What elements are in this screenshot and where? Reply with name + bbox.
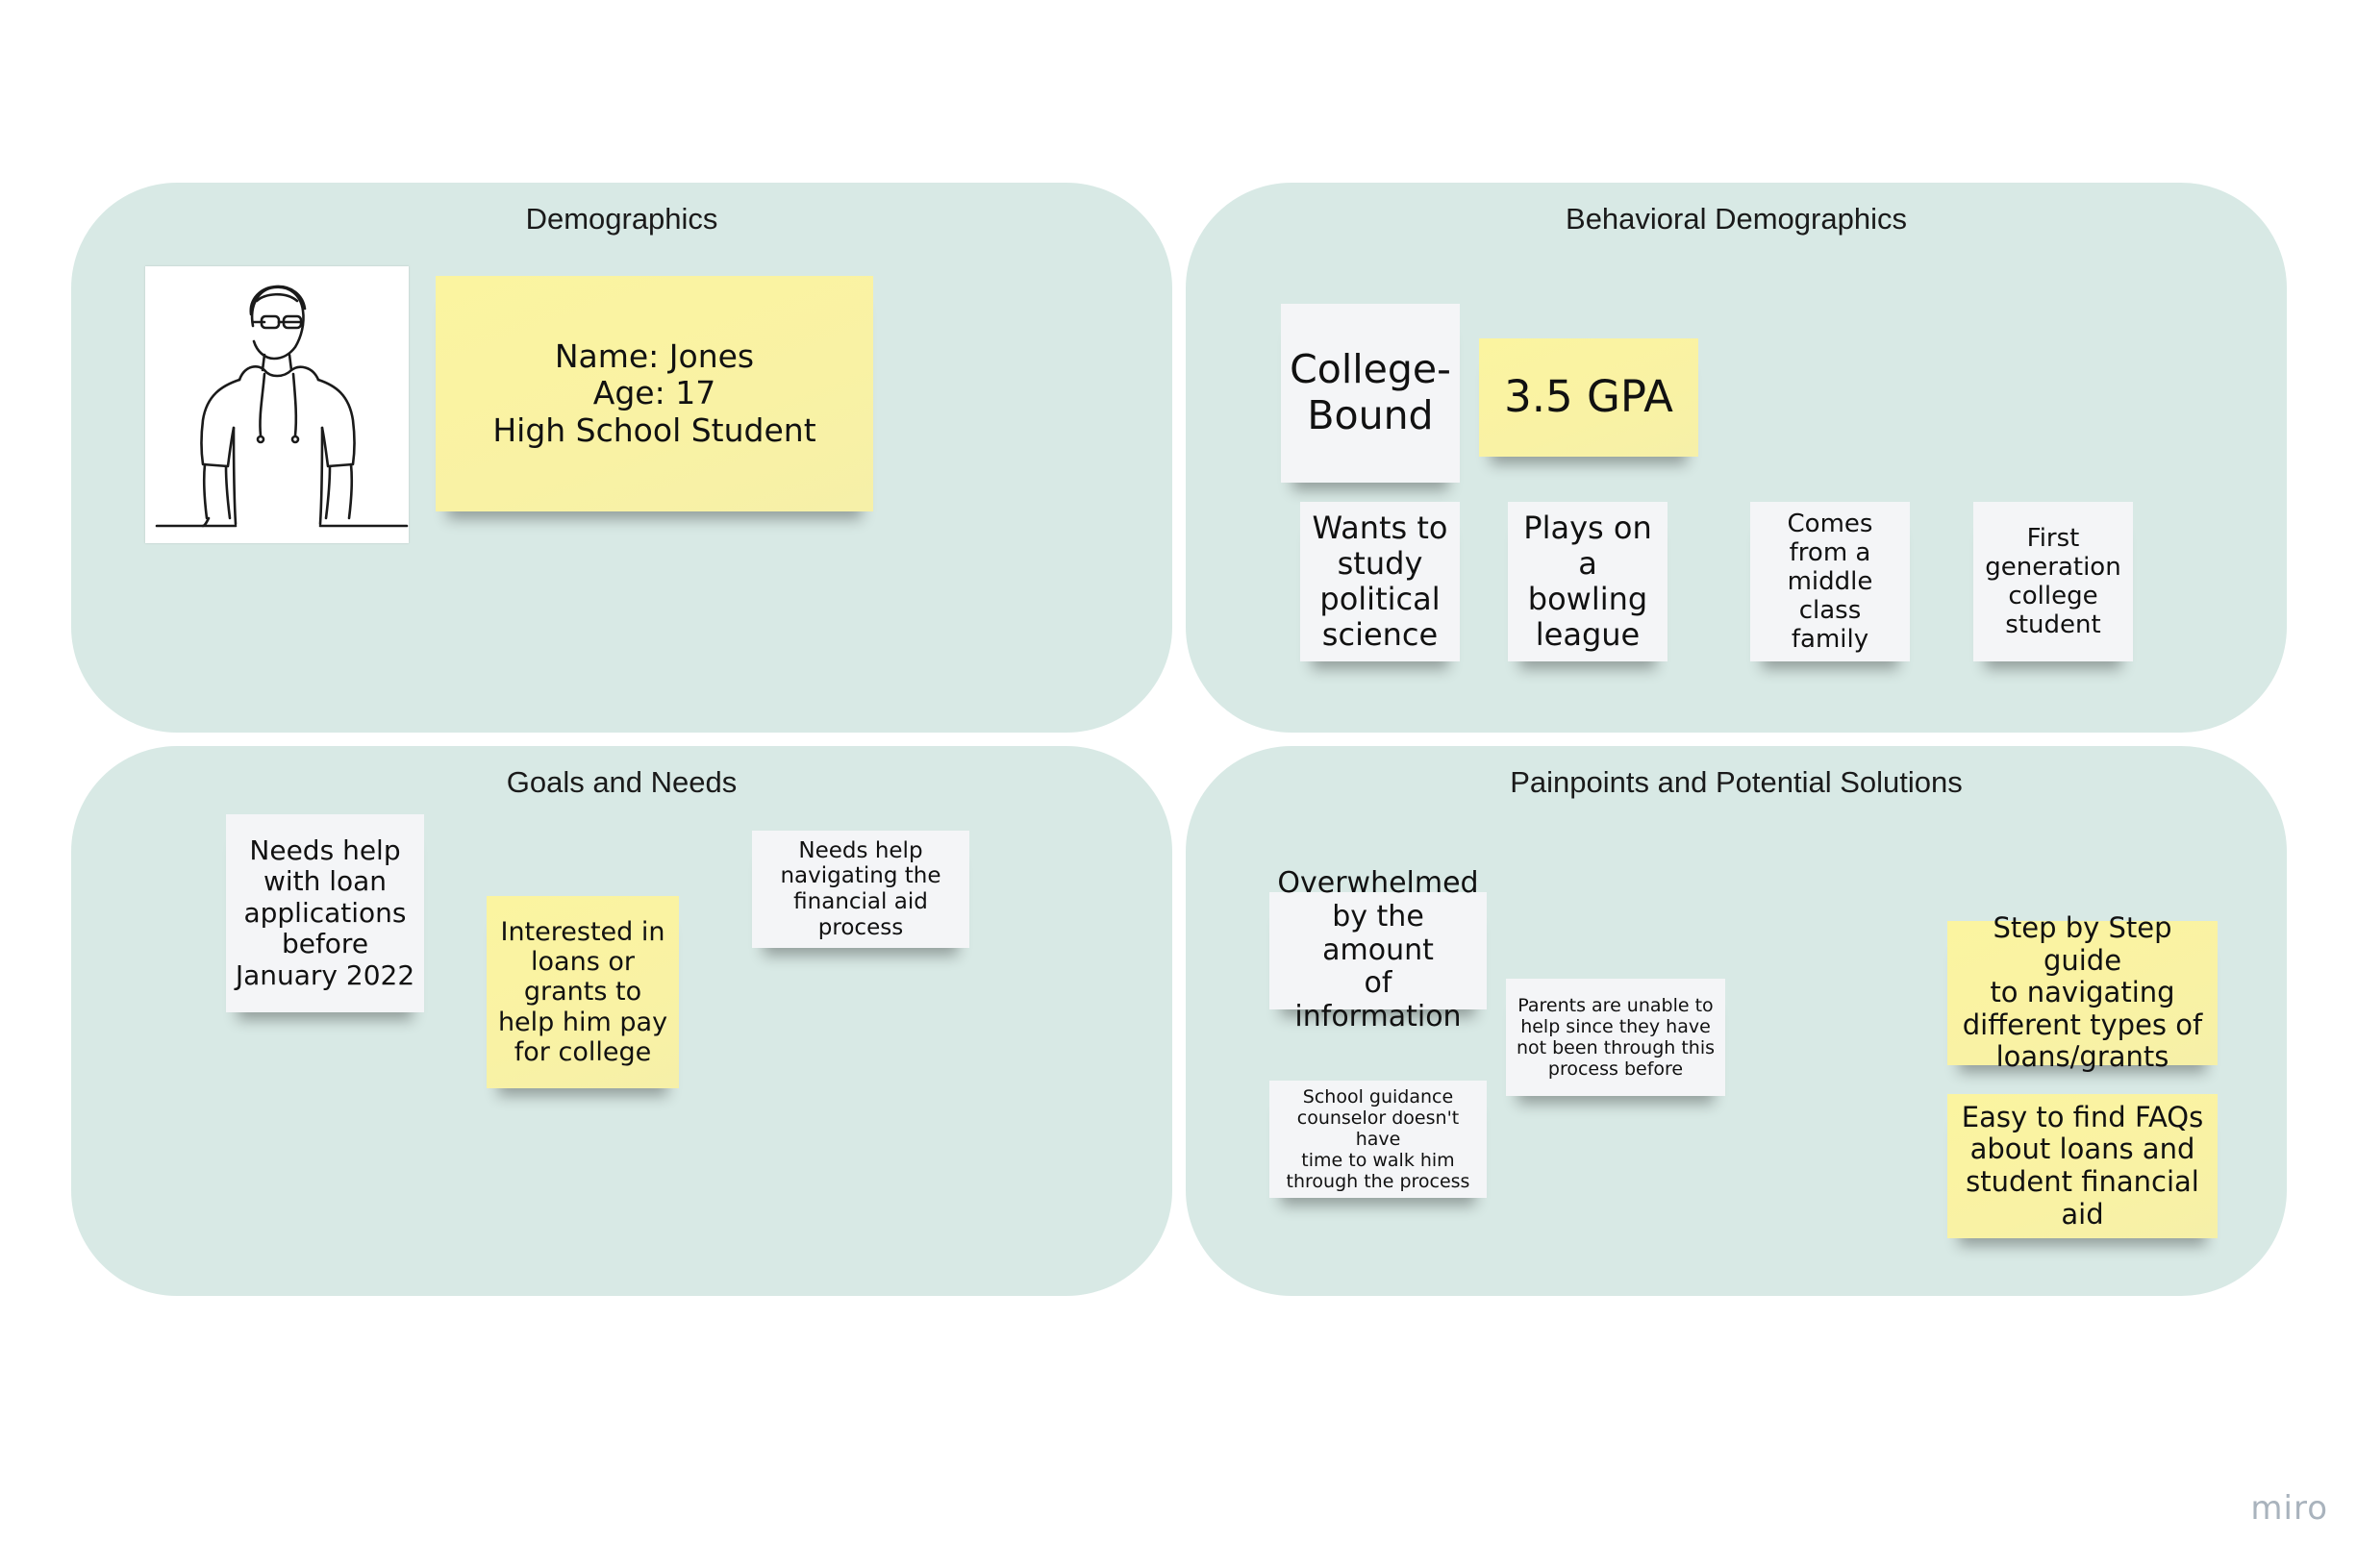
sticky-note-loans-grants[interactable]: Interested in loans or grants to help hi…	[487, 896, 679, 1088]
sticky-note-text: Comes from a middle class family	[1787, 509, 1873, 655]
frame-title: Goals and Needs	[506, 765, 738, 799]
persona-avatar-image[interactable]	[145, 266, 409, 543]
sticky-note-first-generation[interactable]: First generation college student	[1973, 502, 2133, 661]
sticky-note-profile[interactable]: Name: Jones Age: 17 High School Student	[436, 276, 873, 511]
sticky-note-college-bound[interactable]: College- Bound	[1281, 304, 1460, 483]
sticky-note-text: Wants to study political science	[1312, 509, 1448, 654]
sticky-note-political-science[interactable]: Wants to study political science	[1300, 502, 1460, 661]
sticky-note-text: Step by Step guide to navigating differe…	[1962, 910, 2203, 1074]
sticky-note-text: Overwhelmed by the amount of information	[1277, 866, 1479, 1034]
sticky-note-text: Interested in loans or grants to help hi…	[497, 916, 668, 1067]
sticky-note-text: Name: Jones Age: 17 High School Student	[492, 337, 816, 449]
sticky-note-loan-applications[interactable]: Needs help with loan applications before…	[226, 814, 424, 1012]
sticky-note-gpa[interactable]: 3.5 GPA	[1479, 338, 1698, 457]
sticky-note-text: First generation college student	[1985, 523, 2121, 640]
sticky-note-easy-faqs[interactable]: Easy to find FAQs about loans and studen…	[1947, 1094, 2218, 1238]
miro-watermark-logo: miro	[2250, 1489, 2328, 1528]
sticky-note-bowling-league[interactable]: Plays on a bowling league	[1508, 502, 1667, 661]
sticky-note-financial-aid-process[interactable]: Needs help navigating the financial aid …	[752, 831, 969, 948]
sticky-note-text: Needs help navigating the financial aid …	[780, 837, 941, 940]
sticky-note-step-by-step-guide[interactable]: Step by Step guide to navigating differe…	[1947, 911, 2218, 1073]
sticky-note-text: Easy to find FAQs about loans and studen…	[1961, 1100, 2204, 1231]
person-illustration-icon	[155, 285, 409, 528]
sticky-note-guidance-counselor[interactable]: School guidance counselor doesn't have t…	[1269, 1081, 1487, 1198]
frame-title: Painpoints and Potential Solutions	[1510, 765, 1963, 799]
frame-title: Behavioral Demographics	[1566, 202, 1907, 236]
sticky-note-text: Parents are unable to help since they ha…	[1516, 994, 1716, 1081]
sticky-note-text: College- Bound	[1290, 346, 1451, 438]
sticky-note-overwhelmed[interactable]: Overwhelmed by the amount of information	[1269, 866, 1487, 1033]
sticky-note-text: 3.5 GPA	[1504, 371, 1673, 423]
sticky-note-text: Plays on a bowling league	[1523, 509, 1652, 654]
sticky-note-text: Needs help with loan applications before…	[235, 834, 415, 991]
sticky-note-parents-unable[interactable]: Parents are unable to help since they ha…	[1506, 979, 1725, 1096]
frame-title: Demographics	[525, 202, 718, 236]
sticky-note-text: School guidance counselor doesn't have t…	[1286, 1085, 1470, 1193]
sticky-note-middle-class[interactable]: Comes from a middle class family	[1750, 502, 1910, 661]
